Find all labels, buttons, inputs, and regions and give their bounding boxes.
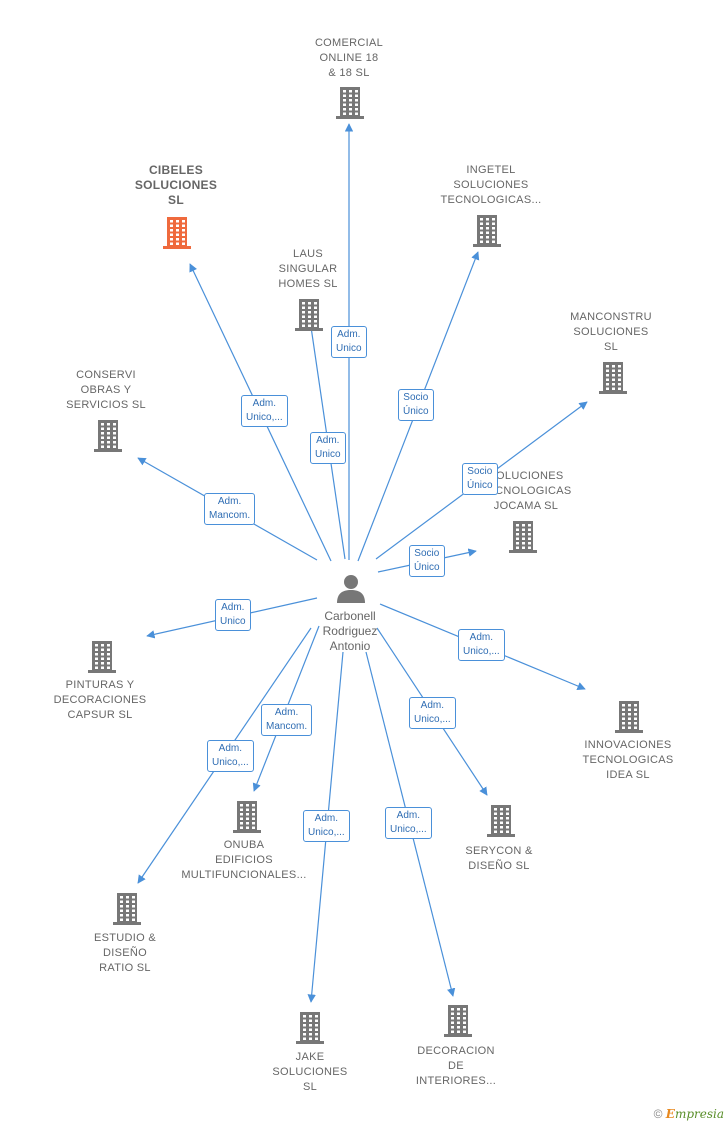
company-name-label[interactable]: ESTUDIO & DISEÑO RATIO SL [94, 932, 156, 974]
relationship-label[interactable]: Adm. Unico,... [458, 629, 505, 661]
building-icon[interactable] [111, 891, 143, 925]
relationship-label[interactable]: Adm. Unico,... [303, 810, 350, 842]
building-icon[interactable] [92, 418, 124, 452]
relationship-label[interactable]: Adm. Unico,... [241, 395, 288, 427]
building-icon[interactable] [597, 360, 629, 394]
building-icon[interactable] [294, 1010, 326, 1044]
building-icon[interactable] [613, 699, 645, 733]
relationship-label[interactable]: Adm. Unico [215, 599, 251, 631]
building-icon[interactable] [507, 519, 539, 553]
copyright-symbol: © [653, 1107, 663, 1121]
relationship-label[interactable]: Adm. Unico,... [207, 740, 254, 772]
node-decoracion: DECORACION DE INTERIORES... [381, 1044, 531, 1089]
brand-logo[interactable]: Empresia [665, 1107, 724, 1121]
company-name-label[interactable]: ONUBA EDIFICIOS MULTIFUNCIONALES... [181, 839, 307, 881]
node-onuba: ONUBA EDIFICIOS MULTIFUNCIONALES... [169, 838, 319, 883]
building-icon[interactable] [161, 215, 193, 249]
building-icon[interactable] [471, 213, 503, 247]
relationship-label[interactable]: Adm. Unico [331, 326, 367, 358]
company-name-label[interactable]: INNOVACIONES TECNOLOGICAS IDEA SL [582, 739, 674, 781]
building-icon[interactable] [442, 1003, 474, 1037]
relationship-label[interactable]: Adm. Mancom. [204, 493, 256, 525]
company-name-label[interactable]: CONSERVI OBRAS Y SERVICIOS SL [66, 369, 146, 411]
relationship-label[interactable]: Adm. Unico,... [409, 697, 456, 729]
relationship-label[interactable]: Adm. Unico,... [385, 807, 432, 839]
node-manconstru: MANCONSTRU SOLUCIONES SL [536, 310, 686, 355]
center-person-name[interactable]: Carbonell Rodriguez Antonio [322, 609, 378, 653]
company-name-label[interactable]: SERYCON & DISEÑO SL [465, 845, 533, 872]
building-icon[interactable] [86, 639, 118, 673]
relationship-label[interactable]: Socio Único [398, 389, 434, 421]
company-name-label[interactable]: CIBELES SOLUCIONES SL [134, 163, 218, 207]
node-comercial-online: COMERCIAL ONLINE 18 & 18 SL [274, 36, 424, 81]
company-name-label[interactable]: DECORACION DE INTERIORES... [415, 1045, 497, 1087]
person-icon[interactable] [335, 573, 367, 605]
building-icon[interactable] [485, 803, 517, 837]
building-icon[interactable] [293, 297, 325, 331]
building-icon[interactable] [231, 799, 263, 833]
company-name-label[interactable]: COMERCIAL ONLINE 18 & 18 SL [314, 37, 384, 79]
node-laus: LAUS SINGULAR HOMES SL [233, 247, 383, 292]
relationship-label[interactable]: Socio Único [409, 545, 445, 577]
company-name-label[interactable]: LAUS SINGULAR HOMES SL [278, 248, 338, 290]
relationship-label[interactable]: Socio Único [462, 463, 498, 495]
node-conservi: CONSERVI OBRAS Y SERVICIOS SL [31, 368, 181, 413]
node-serycon: SERYCON & DISEÑO SL [424, 844, 574, 874]
building-icon[interactable] [334, 85, 366, 119]
company-name-label[interactable]: MANCONSTRU SOLUCIONES SL [570, 311, 652, 353]
node-ingetel: INGETEL SOLUCIONES TECNOLOGICAS... [416, 163, 566, 208]
node-estudio: ESTUDIO & DISEÑO RATIO SL [50, 931, 200, 976]
node-cibeles: CIBELES SOLUCIONES SL [101, 163, 251, 208]
company-name-label[interactable]: PINTURAS Y DECORACIONES CAPSUR SL [53, 679, 147, 721]
node-jocama: SOLUCIONES TECNOLOGICAS JOCAMA SL [451, 469, 601, 514]
footer-brand: © Empresia [654, 1107, 724, 1121]
relationship-label[interactable]: Adm. Unico [310, 432, 346, 464]
company-name-label[interactable]: SOLUCIONES TECNOLOGICAS JOCAMA SL [480, 470, 572, 512]
node-jake: JAKE SOLUCIONES SL [235, 1050, 385, 1095]
company-name-label[interactable]: JAKE SOLUCIONES SL [272, 1051, 348, 1093]
company-name-label[interactable]: INGETEL SOLUCIONES TECNOLOGICAS... [440, 164, 542, 206]
relationship-label[interactable]: Adm. Mancom. [261, 704, 313, 736]
node-pinturas: PINTURAS Y DECORACIONES CAPSUR SL [25, 678, 175, 723]
node-innovaciones: INNOVACIONES TECNOLOGICAS IDEA SL [553, 738, 703, 783]
